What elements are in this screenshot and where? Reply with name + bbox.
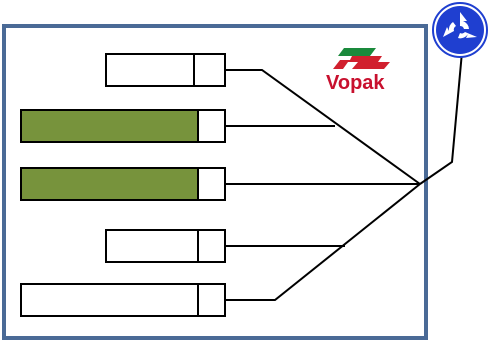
connector-bar-1 xyxy=(225,69,421,185)
roundabout-arrows xyxy=(443,12,477,39)
bar-row-4 xyxy=(105,229,226,263)
bar-row-5 xyxy=(20,283,226,317)
roundabout-icon xyxy=(432,2,488,58)
bar-row-1 xyxy=(105,53,226,87)
bar-3-body xyxy=(20,167,199,201)
bar-row-3 xyxy=(20,167,226,201)
bar-3-end-cap xyxy=(197,167,226,201)
bar-4-end-cap xyxy=(197,229,226,263)
bar-1-body xyxy=(105,53,195,87)
bar-2-end-cap xyxy=(197,109,226,143)
connector-to-sign xyxy=(419,51,463,185)
bar-2-body xyxy=(20,109,199,143)
bar-row-2 xyxy=(20,109,226,143)
bar-5-body xyxy=(20,283,199,317)
connector-lines xyxy=(225,51,463,301)
logo-mark-red-lower xyxy=(352,62,390,69)
vopak-logo: Vopak xyxy=(326,48,390,94)
bar-1-end-cap xyxy=(193,53,226,87)
roundabout-sign-face xyxy=(436,6,484,54)
bar-5-end-cap xyxy=(197,283,226,317)
bar-4-body xyxy=(105,229,199,263)
connector-bar-5 xyxy=(225,183,421,301)
brand-wordmark: Vopak xyxy=(326,72,385,94)
logo-mark-green xyxy=(338,48,376,56)
logo-mark-red xyxy=(333,56,382,69)
